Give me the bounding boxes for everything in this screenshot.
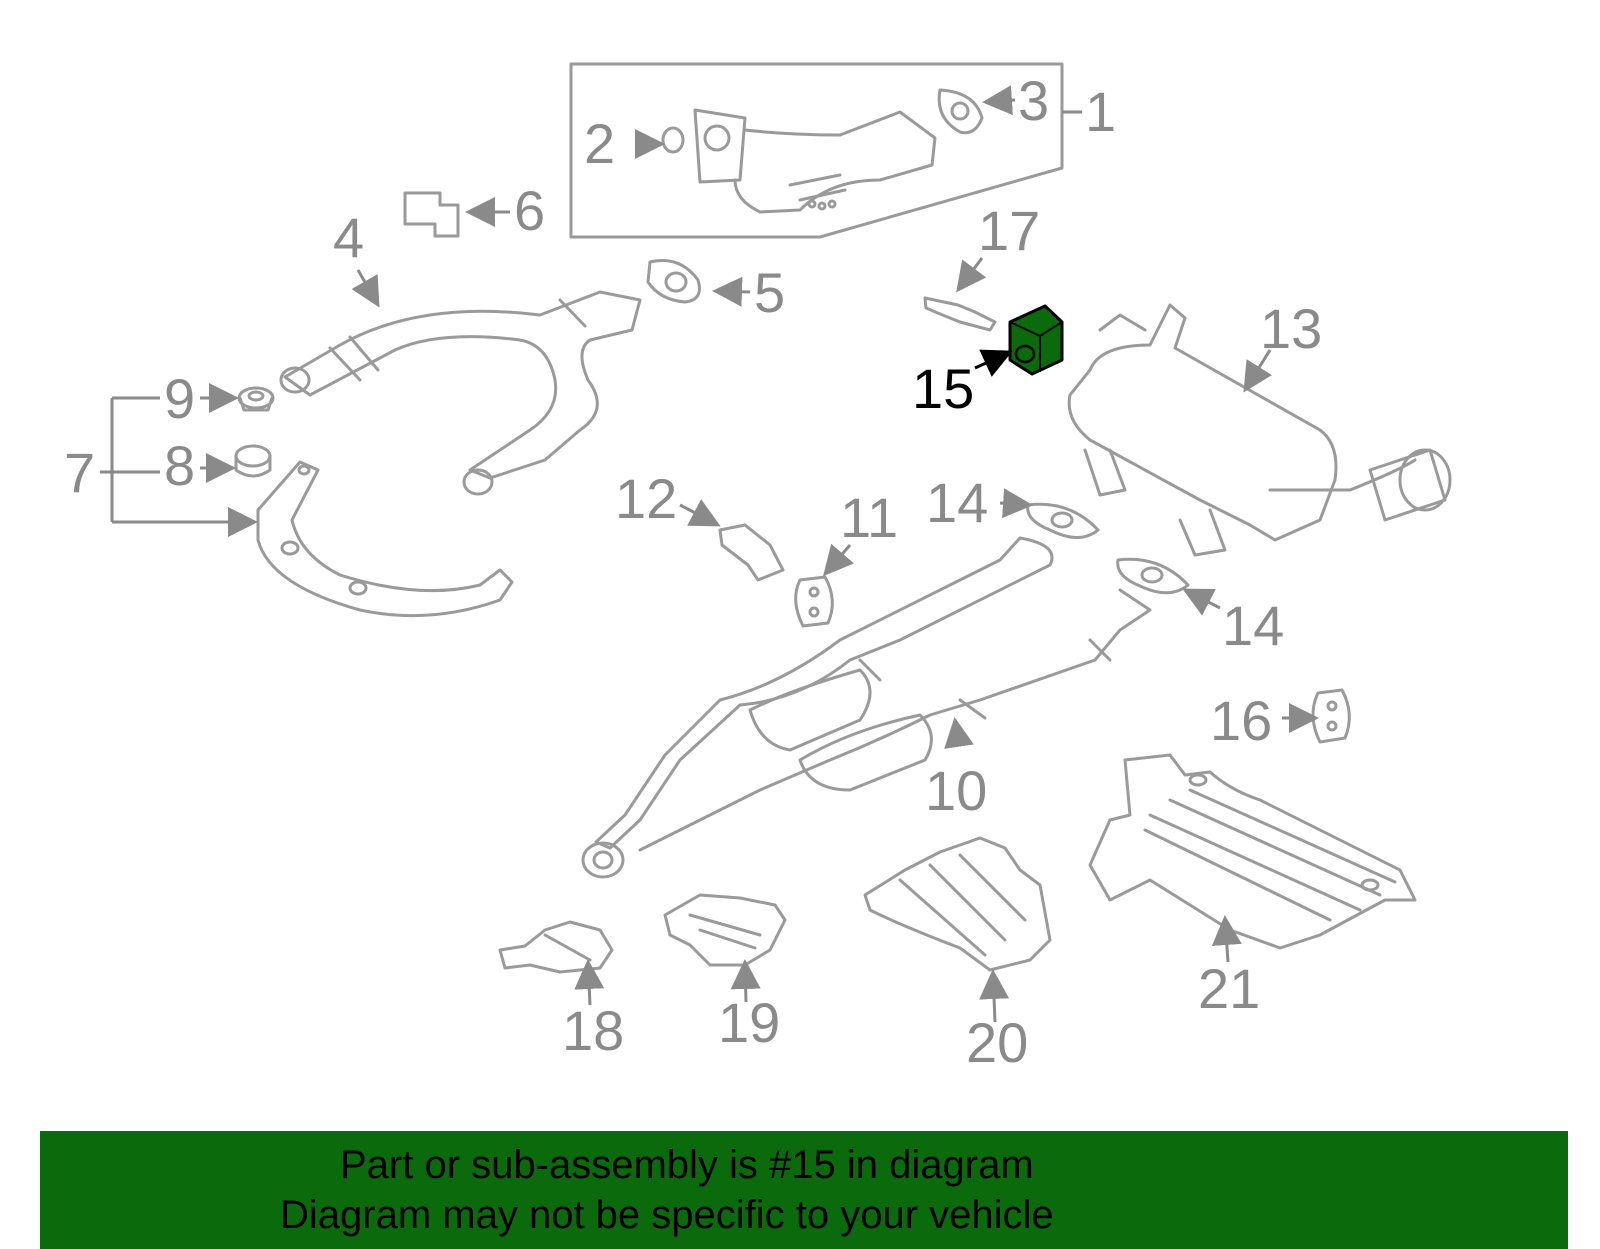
part-18-heat-shield xyxy=(498,920,614,974)
part-19-heat-shield xyxy=(663,893,787,967)
callout-11: 11 xyxy=(840,486,898,549)
part-6-bracket xyxy=(403,191,460,238)
part-13-rear-muffler xyxy=(1067,303,1452,557)
callout-16: 16 xyxy=(1210,689,1272,752)
part-8-mount xyxy=(234,444,272,478)
callout-19: 19 xyxy=(718,991,780,1054)
part-21-heat-shield xyxy=(1088,753,1417,950)
callout-14-lower: 14 xyxy=(1222,594,1284,657)
part-11-rubber-hanger xyxy=(794,575,834,628)
callout-15: 15 xyxy=(912,357,974,420)
callout-12: 12 xyxy=(615,467,677,530)
callout-10: 10 xyxy=(925,759,987,822)
callout-6: 6 xyxy=(514,179,545,242)
leader-lines xyxy=(100,85,1319,1023)
callout-2: 2 xyxy=(584,112,615,175)
part-14-gasket-upper xyxy=(1026,502,1100,539)
callout-20: 20 xyxy=(966,1011,1028,1074)
callout-5: 5 xyxy=(754,261,785,324)
part-20-heat-shield xyxy=(863,836,1052,972)
info-banner: Part or sub-assembly is #15 in diagram D… xyxy=(40,1131,1568,1249)
part-14-gasket-lower xyxy=(1116,557,1190,595)
part-15-highlighted-insulator[interactable] xyxy=(1008,304,1064,376)
callout-8: 8 xyxy=(164,434,195,497)
banner-part-notice: Part or sub-assembly is #15 in diagram xyxy=(340,1143,1034,1187)
callout-9: 9 xyxy=(164,367,195,430)
part-12-bracket xyxy=(718,523,785,582)
callout-14-upper: 14 xyxy=(926,471,988,534)
part-4-front-y-pipe xyxy=(279,290,642,496)
callout-17: 17 xyxy=(978,199,1040,262)
part-10-center-pipe xyxy=(581,536,1152,879)
part-7-support-member xyxy=(256,460,514,618)
part-9-mount xyxy=(237,386,275,412)
part-16-rubber-hanger xyxy=(1311,688,1351,744)
callout-21: 21 xyxy=(1198,957,1260,1020)
part-5-gasket xyxy=(646,259,701,304)
callout-7: 7 xyxy=(64,441,95,504)
banner-disclaimer: Diagram may not be specific to your vehi… xyxy=(280,1193,1054,1237)
callout-18: 18 xyxy=(562,999,624,1062)
callout-13: 13 xyxy=(1260,297,1322,360)
callout-4: 4 xyxy=(333,206,364,269)
callout-labels: 1 2 3 4 5 6 7 8 9 10 11 12 13 14 14 15 1… xyxy=(64,69,1322,1074)
callout-3: 3 xyxy=(1018,69,1049,132)
callout-1: 1 xyxy=(1085,80,1116,143)
part-1-catalytic-converter-group xyxy=(569,62,1064,239)
part-17-bracket xyxy=(923,296,997,332)
